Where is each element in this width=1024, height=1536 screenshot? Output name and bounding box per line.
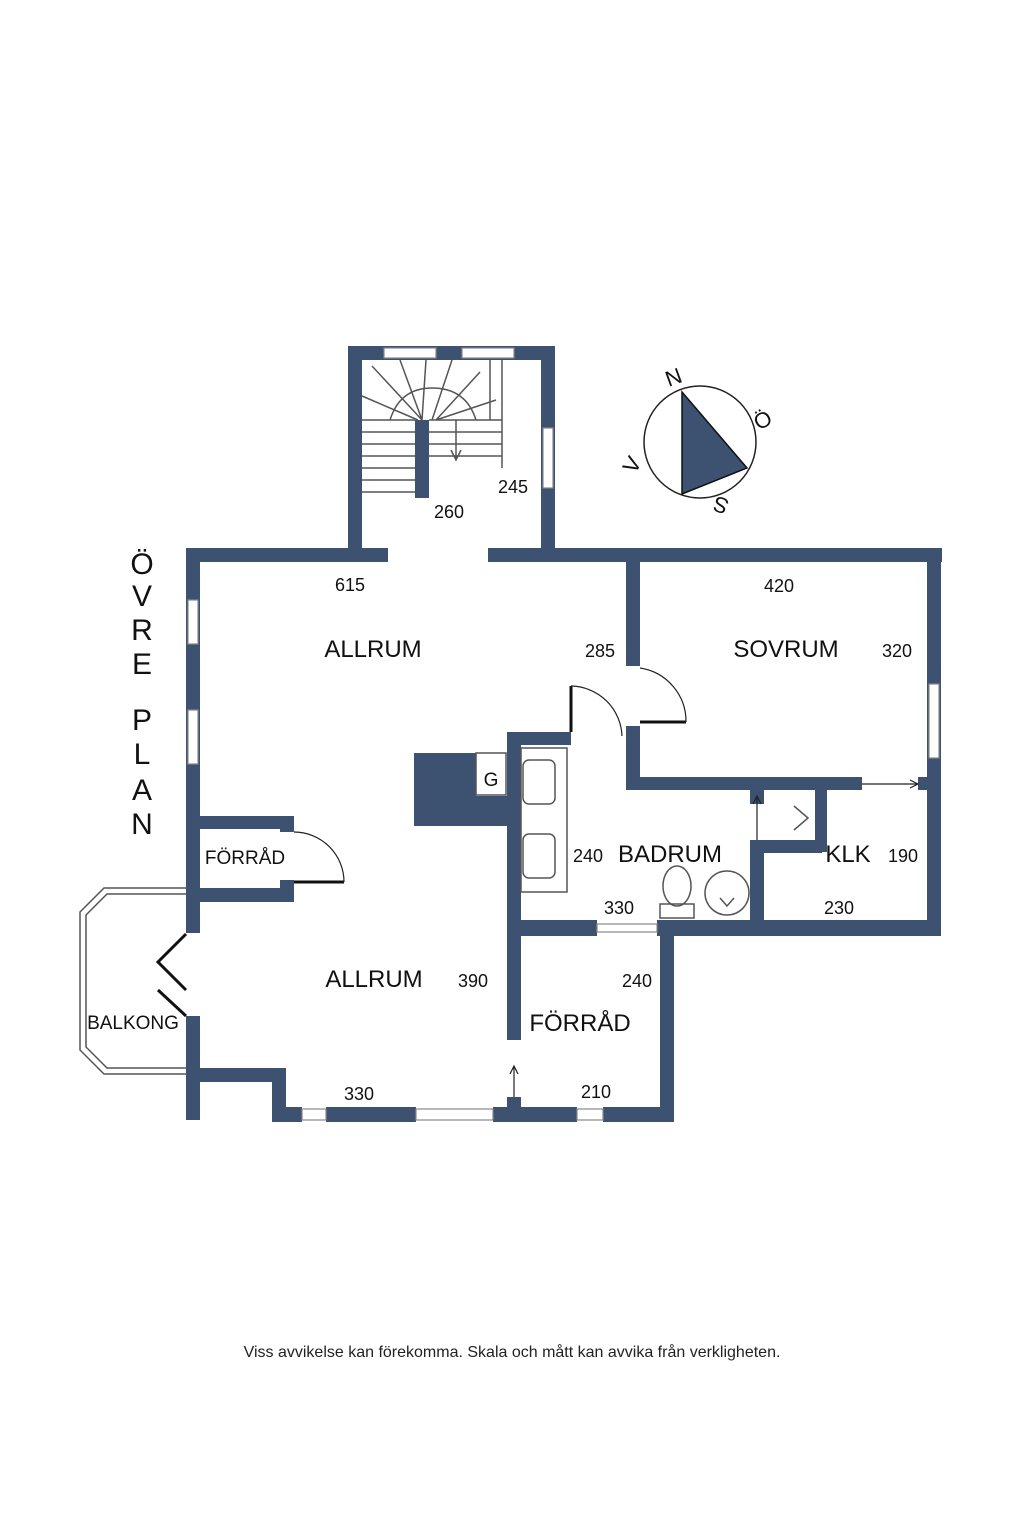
fixture-label-g: G [484,770,499,791]
balcony-outline [79,887,186,1075]
dimension-label: 260 [434,502,464,522]
compass-e: Ö [749,405,776,435]
floor-title-char: P [132,704,152,737]
room-labels: ALLRUM SOVRUM BADRUM KLK FÖRRÅD ALLRUM F… [87,636,871,1037]
floor-title: Ö V R E P L A N [130,548,153,841]
dimension-label: 320 [882,641,912,661]
dimension-label: 330 [604,898,634,918]
floor-title-char: L [134,738,151,771]
room-label-forrad-large: FÖRRÅD [529,1009,630,1037]
room-label-klk: KLK [825,841,870,868]
compass-n: N [662,363,685,392]
floor-title-char: Ö [130,548,153,581]
dimension-label: 390 [458,971,488,991]
compass-s: S [710,491,732,520]
floor-title-char: V [132,580,152,613]
dimension-label: 240 [573,846,603,866]
compass: N Ö S V [618,363,777,519]
bathroom-fixtures [475,747,810,919]
room-label-sovrum: SOVRUM [733,636,838,663]
walls [186,346,942,1122]
compass-w: V [618,452,647,477]
dimension-label: 615 [335,575,365,595]
dimension-label: 230 [824,898,854,918]
dimension-label: 330 [344,1084,374,1104]
dimension-label: 245 [498,477,528,497]
room-label-allrum-lower: ALLRUM [325,966,422,993]
floor-title-char: E [132,648,152,681]
disclaimer-text: Viss avvikelse kan förekomma. Skala och … [243,1344,781,1361]
doors [155,667,920,1097]
room-label-forrad-small: FÖRRÅD [205,848,285,869]
compass-needle-icon [681,389,749,496]
dimension-label: 190 [888,846,918,866]
floor-title-char: A [132,774,152,807]
dimension-labels: 260 245 615 285 420 320 240 330 190 230 … [335,477,918,1104]
dimension-label: 210 [581,1082,611,1102]
dimension-label: 285 [585,641,615,661]
floor-title-char: N [131,808,153,841]
windows [187,347,940,1121]
compass-circle-icon [643,385,757,499]
room-label-balkong: BALKONG [87,1013,179,1034]
room-label-allrum-upper: ALLRUM [324,636,421,663]
staircase [361,359,503,493]
dimension-label: 420 [764,576,794,596]
floor-title-char: R [131,614,153,647]
dimension-label: 240 [622,971,652,991]
room-label-badrum: BADRUM [618,841,722,868]
